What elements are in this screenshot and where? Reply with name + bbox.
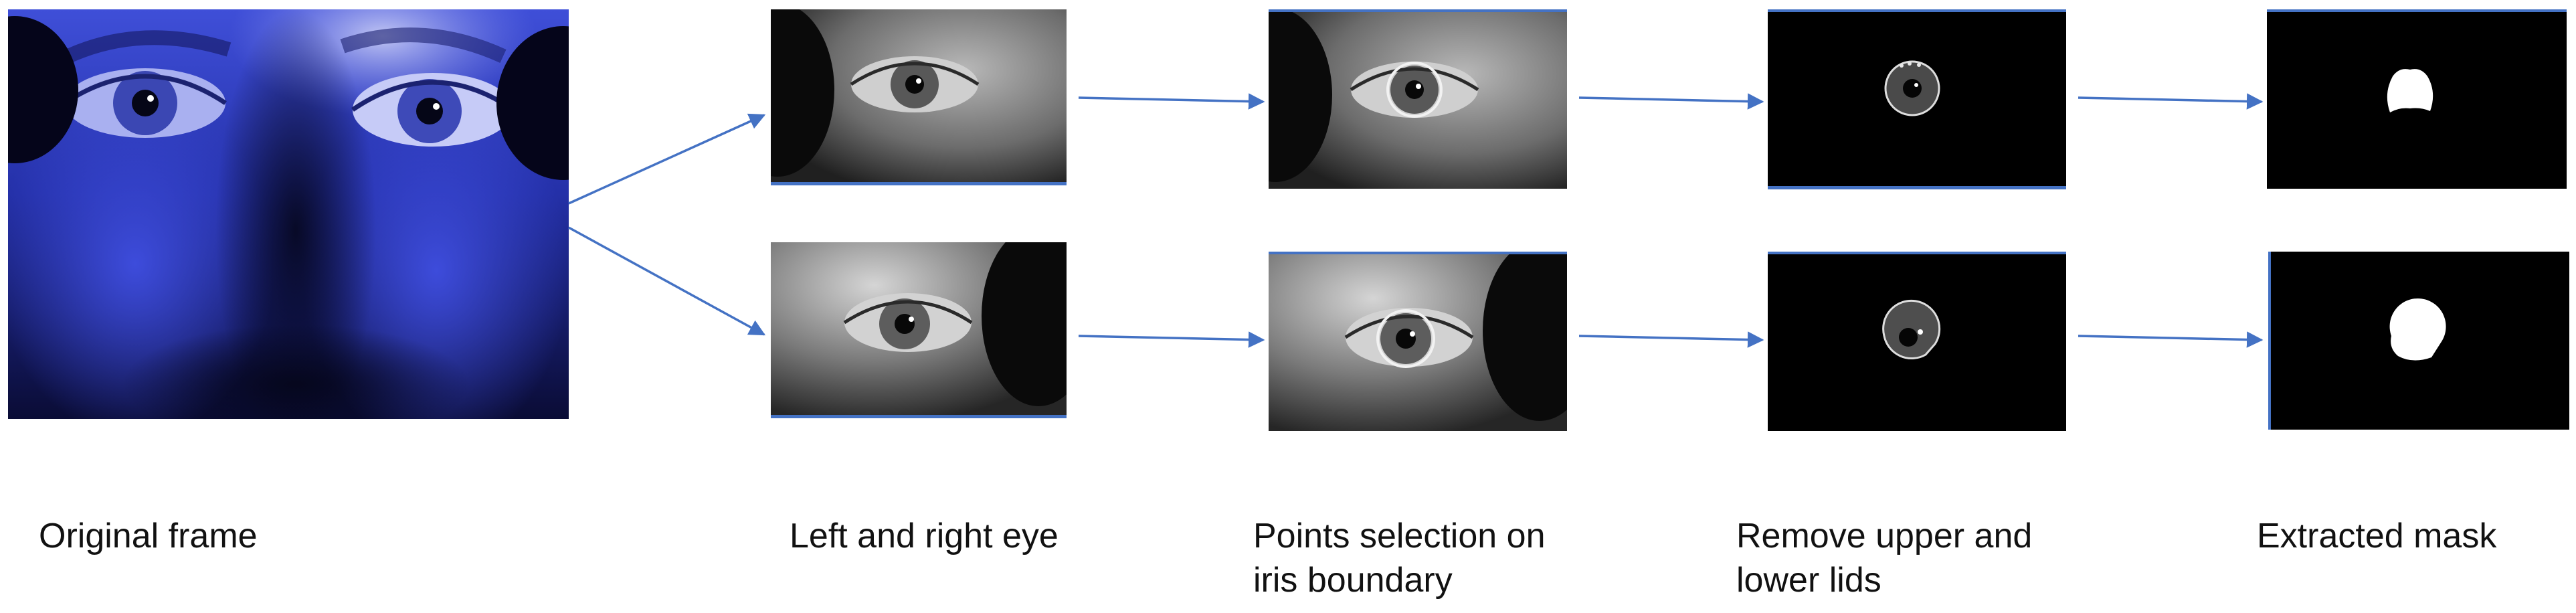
arrow-iris-to-lids-top xyxy=(1578,93,1764,110)
extracted-mask-bottom-image xyxy=(2268,252,2569,430)
iris-boundary-top-image xyxy=(1269,9,1567,189)
arrow-lids-to-mask-bottom xyxy=(2078,331,2264,348)
arrow-frame-to-left-eye xyxy=(568,113,766,205)
arrow-right-eye-to-iris xyxy=(1078,331,1265,348)
arrow-frame-to-right-eye xyxy=(568,226,766,336)
label-remove-lids: Remove upper and lower lids xyxy=(1736,517,2033,600)
original-frame-image xyxy=(8,9,569,419)
arrow-iris-to-lids-bottom xyxy=(1578,331,1764,348)
lids-removed-bottom-image xyxy=(1768,252,2066,431)
label-extracted-mask: Extracted mask xyxy=(2257,517,2497,555)
arrow-lids-to-mask-top xyxy=(2078,93,2264,110)
extracted-mask-top-image xyxy=(2267,9,2567,189)
label-original-frame: Original frame xyxy=(39,517,258,555)
lids-removed-top-image xyxy=(1768,9,2066,189)
right-eye-crop-image xyxy=(771,242,1067,418)
iris-boundary-bottom-image xyxy=(1269,252,1567,431)
label-points-selection: Points selection on iris boundary xyxy=(1253,517,1546,600)
left-eye-crop-image xyxy=(771,9,1067,185)
label-left-right-eye: Left and right eye xyxy=(790,517,1059,555)
arrow-left-eye-to-iris xyxy=(1078,93,1265,110)
